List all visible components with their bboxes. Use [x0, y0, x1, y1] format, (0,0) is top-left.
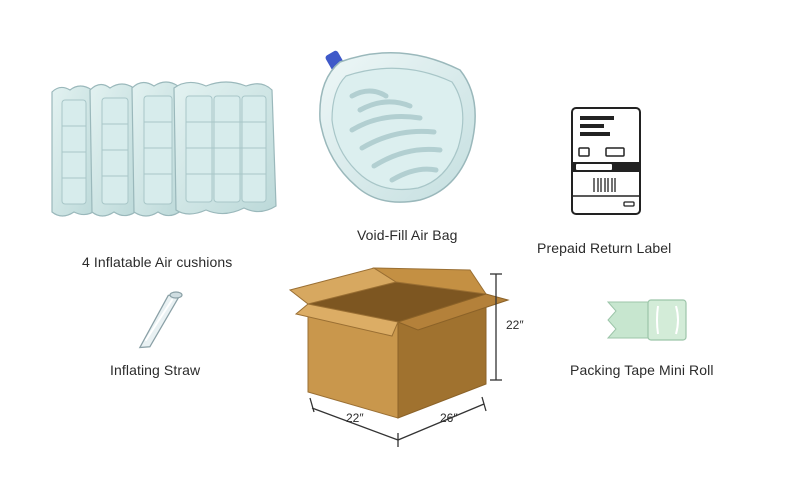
straw-label: Inflating Straw	[110, 362, 201, 378]
cardboard-box-icon	[288, 267, 510, 419]
tape-label: Packing Tape Mini Roll	[570, 362, 714, 378]
air-cushion-1	[51, 85, 97, 217]
air-cushions-label: 4 Inflatable Air cushions	[82, 254, 233, 270]
return-label-label: Prepaid Return Label	[537, 240, 672, 256]
void-fill-bag-label: Void-Fill Air Bag	[357, 227, 458, 243]
straw-icon	[138, 291, 183, 349]
box-width-label: 22″	[346, 411, 364, 425]
tape-icon	[606, 299, 687, 341]
air-cushion-3	[131, 81, 183, 217]
box-depth-label: 26″	[440, 411, 458, 425]
air-cushion-2	[89, 83, 139, 217]
air-cushion-4	[173, 81, 277, 215]
dimension-lines	[309, 273, 502, 447]
void-fill-bag-icon	[319, 50, 476, 203]
air-cushions-icon	[51, 81, 277, 217]
box-height-label: 22″	[506, 318, 524, 332]
return-label-icon	[571, 107, 641, 215]
